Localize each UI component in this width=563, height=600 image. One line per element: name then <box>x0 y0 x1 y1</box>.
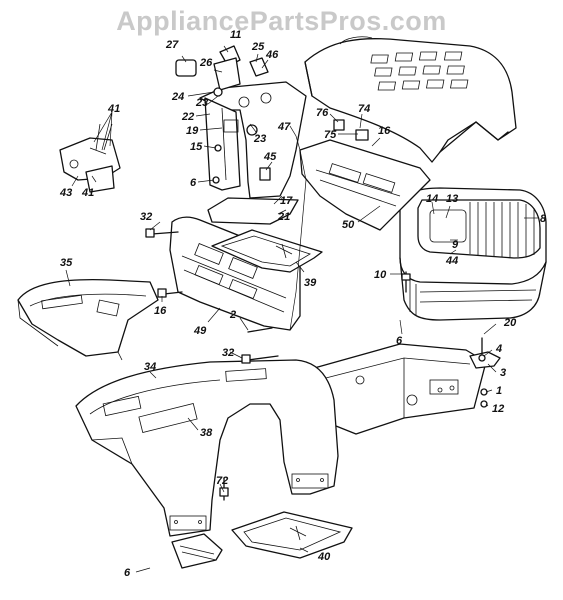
callout-72: 72 <box>216 475 228 487</box>
callout-50: 50 <box>342 219 355 231</box>
floor-mat-40-part <box>231 511 353 559</box>
callout-11: 11 <box>230 29 241 41</box>
callout-16a: 16 <box>378 125 391 137</box>
small-parts <box>145 45 488 501</box>
callout-43: 43 <box>59 187 72 199</box>
callout-34: 34 <box>144 361 156 373</box>
callout-20: 20 <box>503 317 517 329</box>
callout-13: 13 <box>446 193 458 205</box>
callout-17: 17 <box>280 195 293 207</box>
callout-23b: 23 <box>253 133 266 145</box>
callout-26: 26 <box>199 57 213 69</box>
hood-part <box>304 36 517 163</box>
callout-47: 47 <box>277 121 291 133</box>
callout-46: 46 <box>265 49 279 61</box>
callout-35: 35 <box>60 257 73 269</box>
part-25 <box>249 57 269 77</box>
lever-assembly-part <box>59 123 121 193</box>
floor-mat-39-part <box>211 229 323 273</box>
callout-32a: 32 <box>140 211 152 223</box>
callout-16b: 16 <box>154 305 167 317</box>
plate-21-part <box>207 197 299 225</box>
callout-1: 1 <box>496 385 502 397</box>
fender-35-part <box>17 279 159 361</box>
callout-45: 45 <box>263 151 277 163</box>
leader-lines <box>65 45 538 573</box>
callout-15: 15 <box>190 141 203 153</box>
callout-38: 38 <box>200 427 213 439</box>
fender-34-part <box>75 359 339 537</box>
callout-3: 3 <box>500 367 506 379</box>
callout-12: 12 <box>492 403 504 415</box>
callout-2: 2 <box>229 309 236 321</box>
part-27 <box>175 59 197 77</box>
callout-32b: 32 <box>222 347 234 359</box>
callout-41a: 41 <box>107 103 120 115</box>
callout-21: 21 <box>277 211 290 223</box>
front-panel-49-part <box>169 216 301 331</box>
callout-4: 4 <box>495 343 502 355</box>
watermark: AppliancePartsPros.com <box>116 6 447 36</box>
callout-10: 10 <box>374 269 387 281</box>
grille-part <box>399 187 547 321</box>
side-panel-part <box>299 139 431 231</box>
callout-74: 74 <box>358 103 370 115</box>
callout-76: 76 <box>316 107 329 119</box>
callout-6c: 6 <box>124 567 131 579</box>
callout-44: 44 <box>445 255 458 267</box>
callout-6a: 6 <box>190 177 197 189</box>
callout-24: 24 <box>171 91 184 103</box>
callout-27: 27 <box>165 39 179 51</box>
hood-vents <box>370 51 469 91</box>
callout-8: 8 <box>540 213 547 225</box>
callout-19: 19 <box>186 125 199 137</box>
grille-bars <box>469 202 535 257</box>
part-26 <box>213 57 241 91</box>
callout-75: 75 <box>324 129 337 141</box>
support-bracket-part <box>199 81 307 199</box>
callout-labels: 27 11 25 46 26 24 23 22 19 23 15 6 41 43… <box>59 29 547 579</box>
callout-40: 40 <box>317 551 331 563</box>
callout-6b: 6 <box>396 335 403 347</box>
callout-23a: 23 <box>195 97 208 109</box>
callout-9: 9 <box>452 239 459 251</box>
callout-49: 49 <box>193 325 207 337</box>
callout-41b: 41 <box>81 187 94 199</box>
mud-flap-part <box>171 533 223 569</box>
callout-14: 14 <box>426 193 438 205</box>
callout-22: 22 <box>181 111 194 123</box>
callout-25: 25 <box>251 41 265 53</box>
callout-39: 39 <box>304 277 317 289</box>
